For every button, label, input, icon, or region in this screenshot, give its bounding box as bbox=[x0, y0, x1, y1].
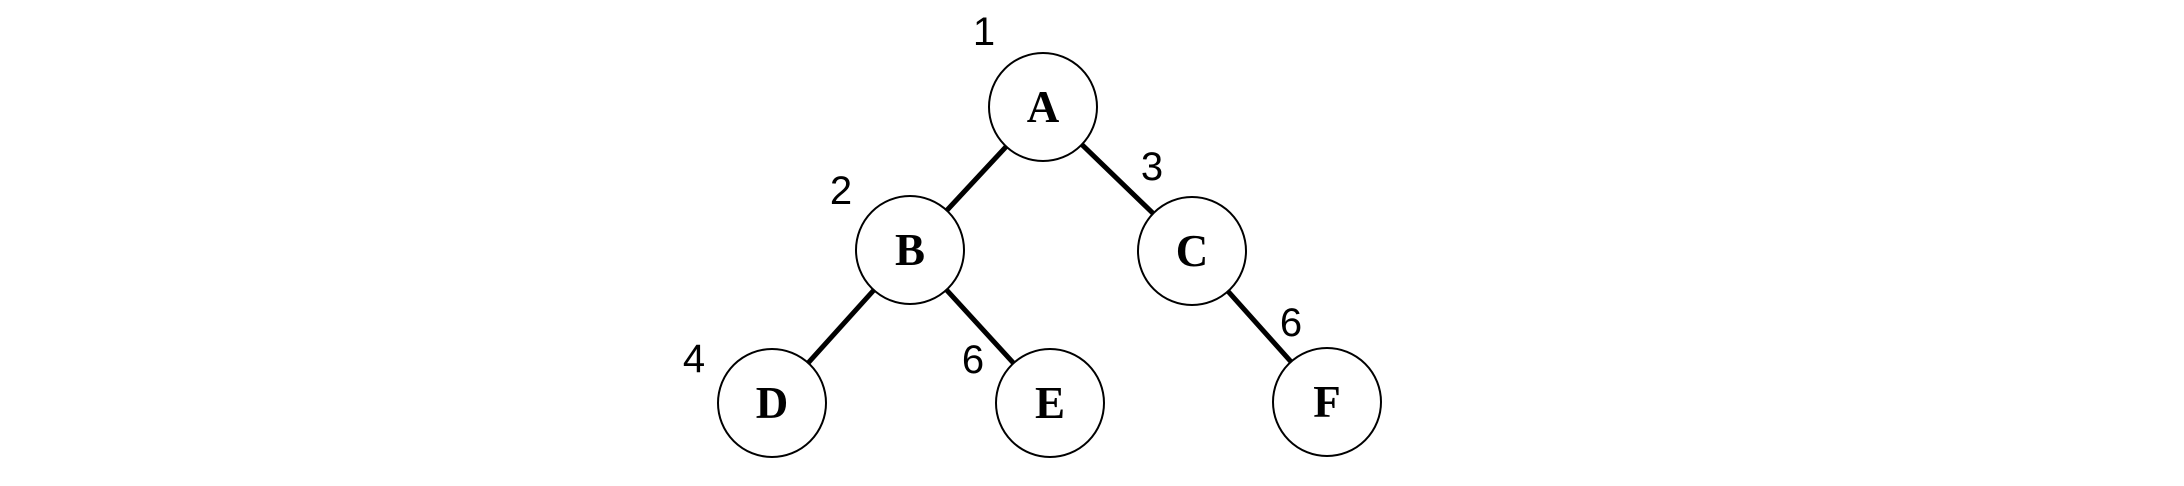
node-label-A: A bbox=[1026, 81, 1060, 132]
node-annotation-A: 1 bbox=[972, 10, 996, 54]
node-label-C: C bbox=[1175, 225, 1209, 276]
node-C: C bbox=[1137, 196, 1247, 306]
node-label-E: E bbox=[1034, 377, 1065, 428]
node-annotation-F: 6 bbox=[1279, 301, 1303, 345]
node-annotation-E: 6 bbox=[961, 338, 985, 382]
node-label-F: F bbox=[1313, 376, 1341, 427]
node-annotation-B: 2 bbox=[829, 169, 853, 213]
node-label-B: B bbox=[894, 224, 925, 275]
node-B: B bbox=[855, 195, 965, 305]
node-E: E bbox=[995, 348, 1105, 458]
node-D: D bbox=[717, 348, 827, 458]
node-annotation-C: 3 bbox=[1140, 145, 1164, 189]
node-A: A bbox=[988, 52, 1098, 162]
node-annotation-D: 4 bbox=[682, 337, 706, 381]
node-label-D: D bbox=[755, 377, 789, 428]
node-F: F bbox=[1272, 347, 1382, 457]
